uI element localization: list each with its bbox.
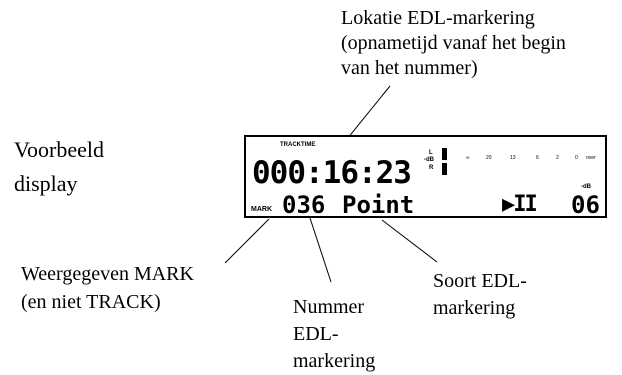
play-pause-icon: ▶II — [502, 192, 538, 217]
caption-line: van het nummer) — [341, 57, 478, 79]
meter-label-l: L — [429, 150, 433, 156]
meter-bar-left — [442, 148, 447, 160]
caption-line: EDL- — [293, 323, 339, 345]
caption-line: Weergegeven MARK — [21, 263, 194, 285]
meter-label-r: R — [429, 165, 434, 171]
mark-label: MARK — [251, 206, 272, 213]
caption-edl-number: Nummer EDL- markering — [293, 294, 375, 375]
mark-type: Point — [342, 191, 415, 219]
tracktime-label: TRACKTIME — [280, 142, 316, 148]
caption-mark-shown: Weergegeven MARK (en niet TRACK) — [21, 260, 194, 316]
caption-edl-location: Lokatie EDL-markering (opnametijd vanaf … — [341, 6, 566, 81]
meter-bar-right — [442, 163, 447, 175]
meter-scale-0: 0 — [575, 155, 578, 161]
meter-label-db: -dB — [424, 157, 434, 163]
caption-line: Lokatie EDL-markering — [341, 7, 535, 29]
caption-line: markering — [293, 350, 376, 372]
caption-line: display — [14, 171, 78, 196]
meter-scale-13: 13 — [510, 155, 516, 161]
caption-example-display: Voorbeeld display — [14, 133, 104, 201]
caption-line: Soort EDL- — [433, 270, 527, 292]
leader-line-mark — [224, 218, 270, 264]
meter-scale-over: over — [586, 155, 596, 161]
leader-line-number — [309, 217, 332, 283]
leader-line-type — [381, 219, 438, 263]
caption-line: (opnametijd vanaf het begin — [341, 32, 566, 54]
right-number: 06 — [571, 191, 600, 219]
meter-scale-inf: ∞ — [466, 155, 470, 161]
caption-line: (en niet TRACK) — [21, 291, 161, 313]
meter-scale-6: 6 — [536, 155, 539, 161]
right-unit: -dB — [581, 184, 591, 190]
caption-line: Voorbeeld — [14, 137, 105, 162]
meter-scale-20: 20 — [486, 155, 492, 161]
time-readout: 000:16:23 — [252, 155, 412, 191]
lcd-display: TRACKTIME 000:16:23 L -dB R ∞ 20 13 6 2 … — [244, 135, 607, 219]
caption-line: markering — [433, 297, 516, 319]
caption-edl-type: Soort EDL- markering — [433, 268, 527, 322]
caption-line: Nummer — [293, 296, 365, 318]
meter-scale-2: 2 — [556, 155, 559, 161]
mark-number: 036 — [282, 191, 326, 219]
